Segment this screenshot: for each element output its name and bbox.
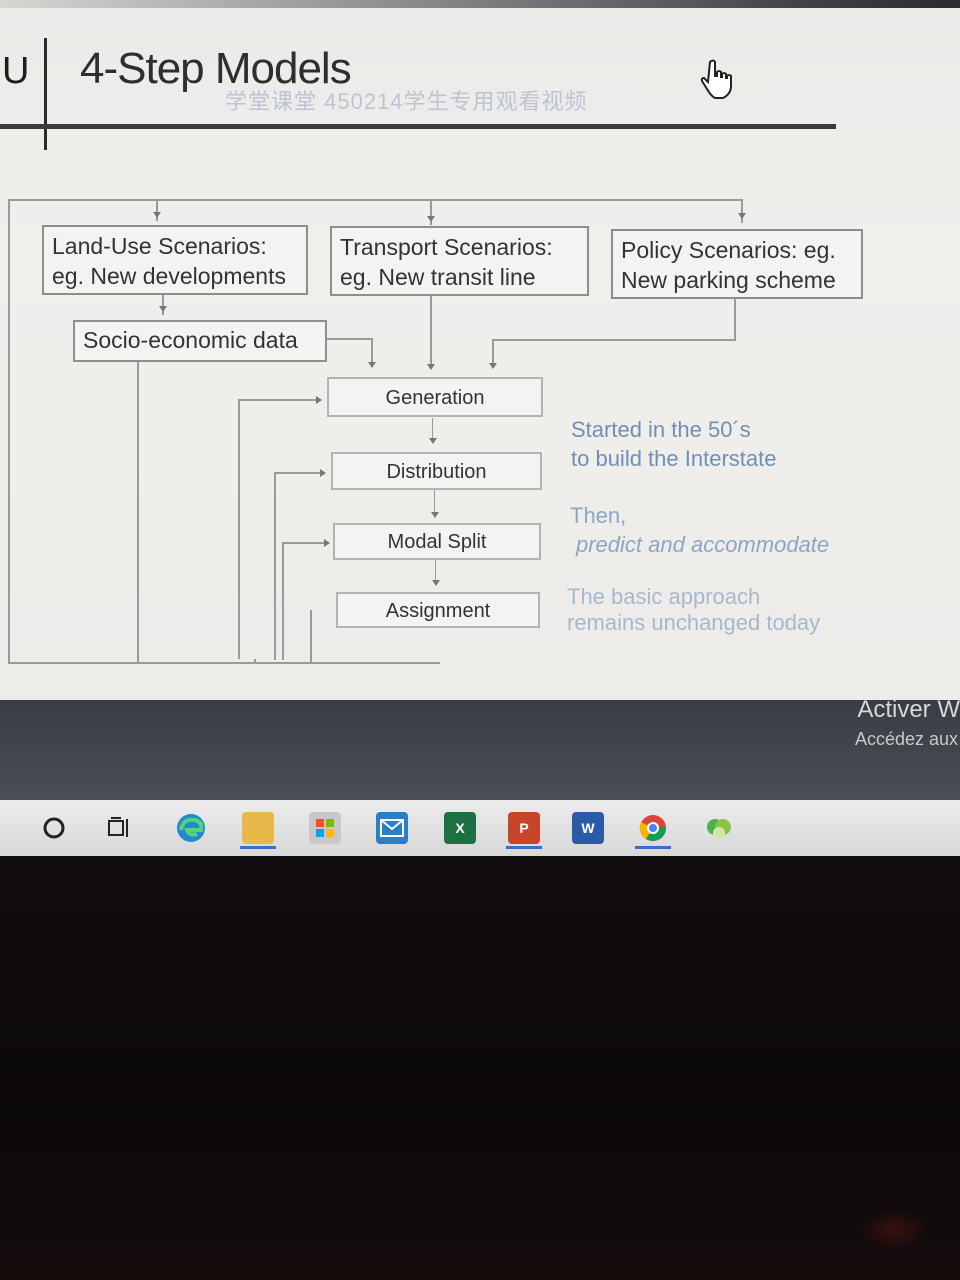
- arrow-icon: [159, 306, 167, 312]
- land-use-line1: Land-Use Scenarios:: [52, 233, 267, 259]
- start-icon[interactable]: [38, 812, 70, 844]
- active-app-indicator: [240, 846, 276, 849]
- arrow-icon: [320, 469, 326, 477]
- desktop-banner: [0, 700, 960, 800]
- step-connector-3: [435, 560, 436, 582]
- connector-policy-across: [492, 339, 736, 341]
- top-connector: [8, 199, 743, 201]
- arrow-icon: [316, 396, 322, 404]
- feedback-line-1: [137, 362, 139, 662]
- step-connector-2: [434, 490, 435, 512]
- feedback-line-2: [238, 399, 240, 659]
- note-predict-line1: Then,: [570, 503, 627, 528]
- feedback-outer-line: [8, 199, 10, 664]
- arrow-icon: [489, 363, 497, 369]
- feedback-line-2-h: [238, 399, 318, 401]
- watermark: 学堂课堂 450214学生专用观看视频: [225, 89, 588, 114]
- arrow-icon: [738, 213, 746, 219]
- assignment-label: Assignment: [385, 600, 491, 622]
- generation-box: Generation: [327, 377, 543, 417]
- policy-line2: New parking scheme: [621, 267, 836, 293]
- presentation-slide: U 4-Step Models 学堂课堂 450214学生专用观看视频 L: [0, 0, 960, 700]
- modal-split-label: Modal Split: [387, 531, 487, 553]
- arrow-icon: [429, 438, 437, 444]
- store-icon[interactable]: [309, 812, 341, 844]
- mail-icon[interactable]: [376, 812, 408, 844]
- powerpoint-icon-label: P: [519, 820, 529, 836]
- excel-icon-label: X: [455, 820, 465, 836]
- note-history: Started in the 50´s to build the Interst…: [571, 415, 776, 473]
- connector-socio-gen: [325, 338, 373, 340]
- note-history-line1: Started in the 50´s: [571, 417, 751, 442]
- distribution-box: Distribution: [331, 452, 542, 490]
- app-icon[interactable]: [703, 812, 735, 844]
- edge-icon[interactable]: [175, 812, 207, 844]
- note-approach: The basic approach remains unchanged tod…: [567, 584, 820, 636]
- monitor-bezel-area: [0, 856, 960, 1280]
- logo-fragment: U: [2, 50, 30, 92]
- feedback-line-4: [282, 542, 284, 660]
- feedback-bottom-line: [8, 662, 440, 664]
- arrow-icon: [153, 212, 161, 218]
- transport-scenarios-box: Transport Scenarios: eg. New transit lin…: [330, 226, 589, 296]
- transport-line1: Transport Scenarios:: [340, 234, 553, 260]
- feedback-line-3-h: [274, 472, 322, 474]
- land-use-scenarios-box: Land-Use Scenarios: eg. New developments: [42, 225, 308, 295]
- land-use-line2: eg. New developments: [52, 263, 286, 289]
- task-view-icon[interactable]: [103, 812, 135, 844]
- note-approach-line2: remains unchanged today: [567, 610, 821, 635]
- feedback-line-3-stub: [254, 659, 256, 662]
- taskbar: [0, 800, 960, 856]
- transport-line2: eg. New transit line: [340, 264, 536, 290]
- connector-socio-gen-down: [371, 338, 373, 364]
- connector-policy: [741, 199, 743, 223]
- arrow-icon: [427, 364, 435, 370]
- logo-divider: [44, 38, 47, 150]
- powerpoint-icon[interactable]: P: [508, 812, 540, 844]
- policy-scenarios-box: Policy Scenarios: eg. New parking scheme: [611, 229, 863, 299]
- activate-windows-title: Activer W: [857, 696, 960, 723]
- modal-split-box: Modal Split: [333, 523, 541, 560]
- chrome-icon[interactable]: [637, 812, 669, 844]
- connector-landuse-socio: [162, 293, 164, 315]
- window-top-edge: [0, 0, 960, 8]
- distribution-label: Distribution: [386, 461, 487, 483]
- title-underline: [0, 124, 836, 129]
- step-connector-1: [432, 418, 433, 440]
- feedback-line-4-h: [282, 542, 326, 544]
- word-icon-label: W: [581, 820, 595, 836]
- active-app-indicator: [635, 846, 671, 849]
- feedback-line-5: [310, 610, 312, 662]
- word-icon[interactable]: W: [572, 812, 604, 844]
- arrow-icon: [368, 362, 376, 368]
- note-predict: Then, predict and accommodate: [570, 501, 829, 559]
- note-predict-line2: predict and accommodate: [576, 532, 830, 557]
- active-app-indicator: [506, 846, 542, 849]
- connector-policy-down: [734, 298, 736, 340]
- arrow-icon: [431, 512, 439, 518]
- connector-transport-gen: [430, 296, 432, 366]
- socio-economic-box: Socio-economic data: [73, 320, 327, 362]
- socio-economic-label: Socio-economic data: [83, 327, 298, 353]
- slide-title: 4-Step Models: [80, 44, 352, 93]
- activate-windows-subtitle: Accédez aux: [854, 729, 958, 749]
- connector-policy-gen: [492, 339, 494, 365]
- note-history-line2: to build the Interstate: [571, 446, 777, 471]
- arrow-icon: [324, 539, 330, 547]
- generation-label: Generation: [385, 387, 485, 409]
- excel-icon[interactable]: X: [444, 812, 476, 844]
- reflection: [860, 1210, 930, 1250]
- arrow-icon: [432, 580, 440, 586]
- connector-transport: [430, 199, 432, 225]
- assignment-box: Assignment: [336, 592, 540, 628]
- feedback-line-3: [274, 472, 276, 660]
- arrow-icon: [427, 216, 435, 222]
- policy-line1: Policy Scenarios: eg.: [621, 237, 836, 263]
- connector-landuse: [156, 199, 158, 221]
- hand-cursor-icon: [700, 59, 732, 99]
- note-approach-line1: The basic approach: [567, 584, 761, 609]
- file-explorer-icon[interactable]: [242, 812, 274, 844]
